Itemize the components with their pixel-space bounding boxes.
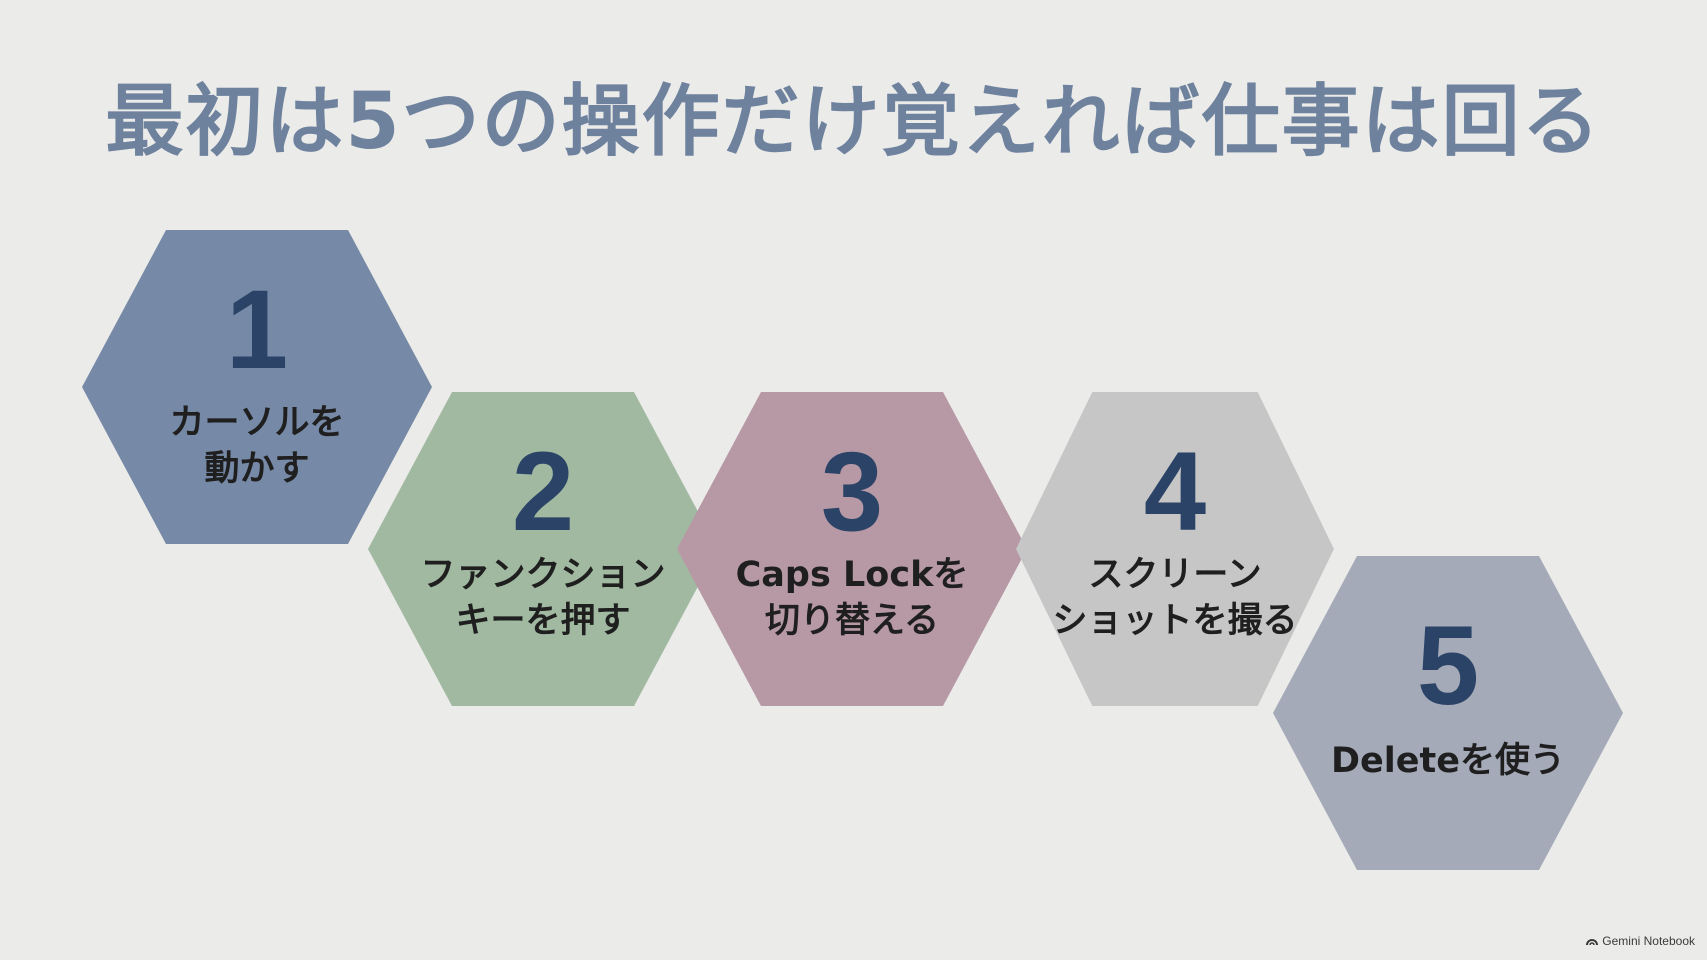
step-3-number: 3 [820,429,884,554]
step-4-hexagon: 4 スクリーン ショットを撮る [1016,392,1334,706]
step-1-hexagon: 1 カーソルを 動かす [82,230,432,544]
step-3-label: Caps Lockを 切り替える [677,552,1027,644]
step-1-label-line2: 動かす [204,449,310,489]
step-4-label-line2: ショットを撮る [1052,601,1298,641]
step-1-number: 1 [225,267,289,392]
step-5-label: Deleteを使う [1273,738,1623,784]
slide-title: 最初は5つの操作だけ覚えれば仕事は回る [105,77,1602,167]
step-4-number: 4 [1143,429,1207,554]
step-5-label-line1: Deleteを使う [1331,741,1565,781]
step-3-label-line1: Caps Lockを [735,555,969,595]
step-2-label-line1: ファンクション [420,555,666,595]
step-2-label-line2: キーを押す [455,601,631,641]
step-4-label-line1: スクリーン [1088,555,1262,595]
brand-name: Gemini Notebook [1602,934,1695,948]
step-5-number: 5 [1416,603,1480,728]
step-1-label-line1: カーソルを [169,403,345,443]
arch-logo-icon [1586,939,1599,945]
step-2-number: 2 [511,429,575,554]
step-2-label: ファンクション キーを押す [368,552,718,644]
brand-watermark: Gemini Notebook [1586,934,1695,948]
step-1-label: カーソルを 動かす [82,400,432,492]
step-3-label-line2: 切り替える [765,601,939,641]
step-2-hexagon: 2 ファンクション キーを押す [368,392,718,706]
step-3-hexagon: 3 Caps Lockを 切り替える [677,392,1027,706]
step-4-label: スクリーン ショットを撮る [1016,552,1334,644]
step-5-hexagon: 5 Deleteを使う [1273,556,1623,870]
